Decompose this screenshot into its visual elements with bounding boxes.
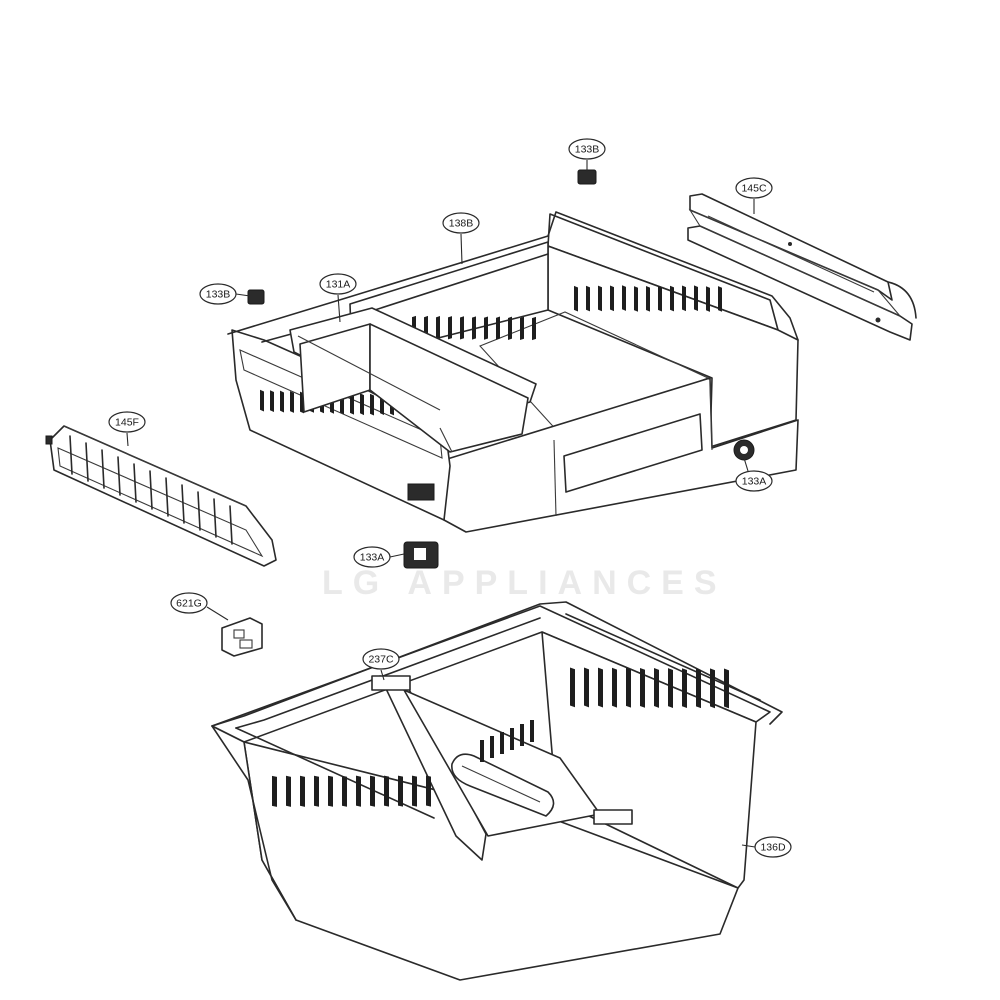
rail-145f (45, 425, 277, 567)
lower-bin-back-vents (480, 720, 534, 762)
inner-bin-131a (289, 307, 537, 453)
callout-bubble (568, 138, 606, 160)
clip-133b-top (577, 169, 597, 185)
callout-bubble (108, 411, 146, 433)
rail-145c (687, 193, 917, 341)
leader-line (389, 553, 405, 558)
callout-label: 145C (741, 183, 767, 195)
callout-bubble (170, 592, 208, 614)
callout-label: 145F (115, 417, 139, 429)
part-callouts: 133B 145C 138B 131A 133B 145F 133A 133A 621G 237C… (108, 138, 792, 858)
bracket-621g (221, 617, 263, 657)
leader-line (460, 233, 463, 265)
callout-label: 133B (206, 289, 231, 301)
roller-133a-right (733, 439, 755, 461)
callout-label: 138B (449, 218, 474, 230)
leader-line (126, 432, 129, 447)
upper-drawer-right-vents (574, 285, 722, 312)
leader-line (235, 293, 251, 297)
callout-138b: 138B (442, 212, 480, 265)
roller-133a-center (403, 541, 439, 569)
callout-label: 133B (575, 144, 600, 156)
callout-bubble (362, 648, 400, 670)
callout-label: 136D (760, 842, 786, 854)
callout-bubble (754, 836, 792, 858)
callout-label: 237C (368, 654, 394, 666)
callout-133a: 133A (735, 457, 773, 492)
callout-label: 621G (176, 598, 202, 610)
callout-bubble (735, 177, 773, 199)
callout-621g: 621G (170, 592, 229, 621)
callout-133a: 133A (353, 546, 405, 568)
leader-line (206, 606, 229, 621)
lower-bin-front-vents (272, 775, 431, 807)
leader-line (380, 669, 385, 681)
lower-bin-right-vents (570, 667, 729, 709)
callout-133b: 133B (199, 283, 251, 305)
lower-bin-136d (211, 601, 783, 981)
callout-237c: 237C (362, 648, 400, 681)
callout-131a: 131A (319, 273, 357, 323)
callout-bubble (319, 273, 357, 295)
leader-line (741, 844, 756, 848)
callout-bubble (442, 212, 480, 234)
clip-133b-left (247, 289, 265, 305)
callout-bubble (199, 283, 237, 305)
upper-drawer-138b (227, 211, 799, 533)
leader-line (743, 457, 749, 472)
leader-line (337, 294, 341, 323)
callout-145c: 145C (735, 177, 773, 214)
callout-133b: 133B (568, 138, 606, 172)
callout-145f: 145F (108, 411, 146, 447)
watermark-text: LG APPLIANCES (322, 564, 727, 602)
callout-label: 133A (742, 476, 767, 488)
callout-136d: 136D (741, 836, 792, 858)
callout-label: 133A (360, 552, 385, 564)
rail-145f-ribs (69, 435, 233, 545)
callout-bubble (353, 546, 391, 568)
callout-bubble (735, 470, 773, 492)
callout-label: 131A (326, 279, 351, 291)
